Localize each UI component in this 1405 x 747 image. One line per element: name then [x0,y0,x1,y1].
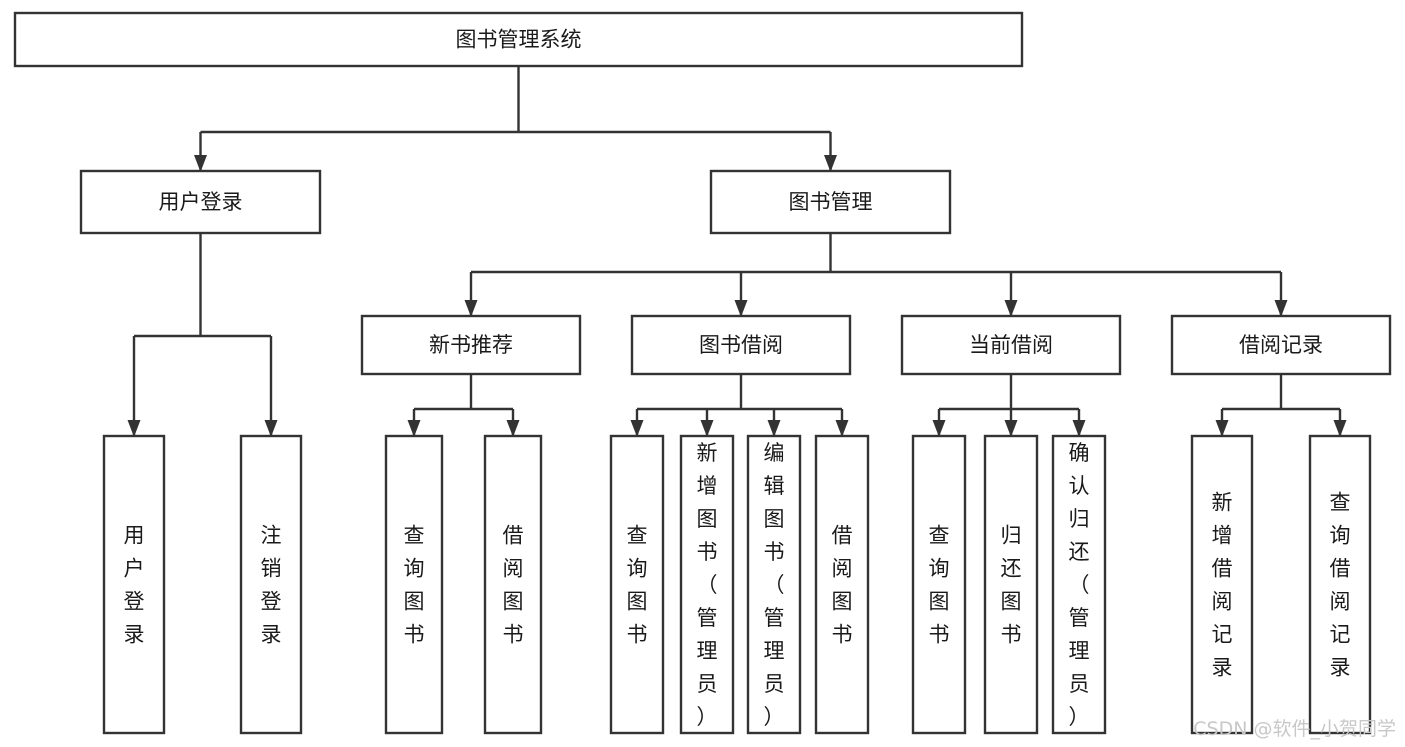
新书推荐-to-leaves-arrow [407,420,421,437]
node-leaf-归还图书[interactable]: 归还图书 [983,434,1039,735]
node-label: 新增图书（管理员） [697,441,718,729]
node-box[interactable] [239,434,303,735]
当前借阅-to-leaves-arrow [932,420,946,437]
node-label: 借阅图书 [503,524,524,647]
node-box[interactable] [79,169,322,235]
node-layer: 图书管理系统用户登录图书管理新书推荐图书借阅当前借阅借阅记录用户登录注销登录查询… [13,11,1392,735]
node-box[interactable] [630,314,852,376]
node-leaf-查询图书[interactable]: 查询图书 [911,434,967,735]
node-leaf-查询图书[interactable]: 查询图书 [609,434,665,735]
user-login-to-leaves-arrow [127,420,141,437]
node-level3-图书借阅[interactable]: 图书借阅 [630,314,852,376]
node-label: 查询图书 [627,524,648,647]
csdn-watermark: CSDN @软件_小贺同学 [1193,718,1396,740]
node-leaf-新增借阅记录[interactable]: 新增借阅记录 [1190,434,1254,735]
book-mgmt-to-level3-arrow [464,300,478,317]
node-label: 归还图书 [1001,524,1022,647]
node-box[interactable] [483,434,543,735]
node-box[interactable] [911,434,967,735]
新书推荐-to-leaves-arrow [506,420,520,437]
node-label: 确认归还（管理员） [1069,441,1090,729]
node-label: 图书管理 [789,190,873,214]
图书借阅-to-leaves-arrow [767,420,781,437]
node-label: 编辑图书（管理员） [764,441,785,729]
book-mgmt-to-level3-arrow [1004,300,1018,317]
user-login-to-leaves-arrow [264,420,278,437]
node-label: 查询借阅记录 [1330,491,1351,680]
当前借阅-to-leaves-arrow [1004,420,1018,437]
node-level3-当前借阅[interactable]: 当前借阅 [900,314,1122,376]
图书借阅-to-leaves-arrow [630,420,644,437]
node-label: 用户登录 [159,190,243,214]
node-box[interactable] [1051,434,1107,735]
node-box[interactable] [609,434,665,735]
node-box[interactable] [709,169,952,235]
node-level3-借阅记录[interactable]: 借阅记录 [1170,314,1392,376]
node-leaf-借阅图书[interactable]: 借阅图书 [483,434,543,735]
node-label: 当前借阅 [969,333,1053,357]
node-leaf-确认归还管理员[interactable]: 确认归还（管理员） [1051,434,1107,735]
node-leaf-编辑图书管理员[interactable]: 编辑图书（管理员） [746,434,802,735]
node-box[interactable] [814,434,870,735]
node-box[interactable] [1308,434,1372,735]
借阅记录-to-leaves-arrow [1333,420,1347,437]
图书借阅-to-leaves-arrow [700,420,714,437]
node-level3-新书推荐[interactable]: 新书推荐 [360,314,582,376]
node-box[interactable] [900,314,1122,376]
node-box[interactable] [1190,434,1254,735]
图书借阅-to-leaves-arrow [835,420,849,437]
node-leaf-查询借阅记录[interactable]: 查询借阅记录 [1308,434,1372,735]
node-label: 图书借阅 [699,333,783,357]
node-label: 查询图书 [929,524,950,647]
node-leaf-用户登录[interactable]: 用户登录 [102,434,166,735]
book-mgmt-to-level3-arrow [1274,300,1288,317]
node-box[interactable] [983,434,1039,735]
node-label: 注销登录 [261,524,282,647]
node-leaf-借阅图书[interactable]: 借阅图书 [814,434,870,735]
node-box[interactable] [746,434,802,735]
当前借阅-to-leaves-arrow [1072,420,1086,437]
node-label: 新增借阅记录 [1212,491,1233,680]
node-label: 用户登录 [124,524,145,647]
root-to-level2-arrow [824,155,837,172]
node-box[interactable] [102,434,166,735]
node-label: 借阅记录 [1239,333,1323,357]
book-mgmt-to-level3-arrow [734,300,748,317]
node-label: 新书推荐 [429,333,513,357]
node-label: 查询图书 [404,524,425,647]
node-leaf-新增图书管理员[interactable]: 新增图书（管理员） [679,434,735,735]
node-box[interactable] [360,314,582,376]
node-label: 图书管理系统 [456,28,582,52]
node-leaf-查询图书[interactable]: 查询图书 [384,434,444,735]
root-to-level2-arrow [194,155,207,172]
node-box[interactable] [13,11,1024,68]
connector-layer [127,66,1347,437]
node-root-图书管理系统[interactable]: 图书管理系统 [13,11,1024,68]
node-label: 借阅图书 [832,524,853,647]
node-leaf-注销登录[interactable]: 注销登录 [239,434,303,735]
node-level2-用户登录[interactable]: 用户登录 [79,169,322,235]
node-box[interactable] [679,434,735,735]
node-level2-图书管理[interactable]: 图书管理 [709,169,952,235]
node-box[interactable] [384,434,444,735]
借阅记录-to-leaves-arrow [1215,420,1229,437]
node-box[interactable] [1170,314,1392,376]
